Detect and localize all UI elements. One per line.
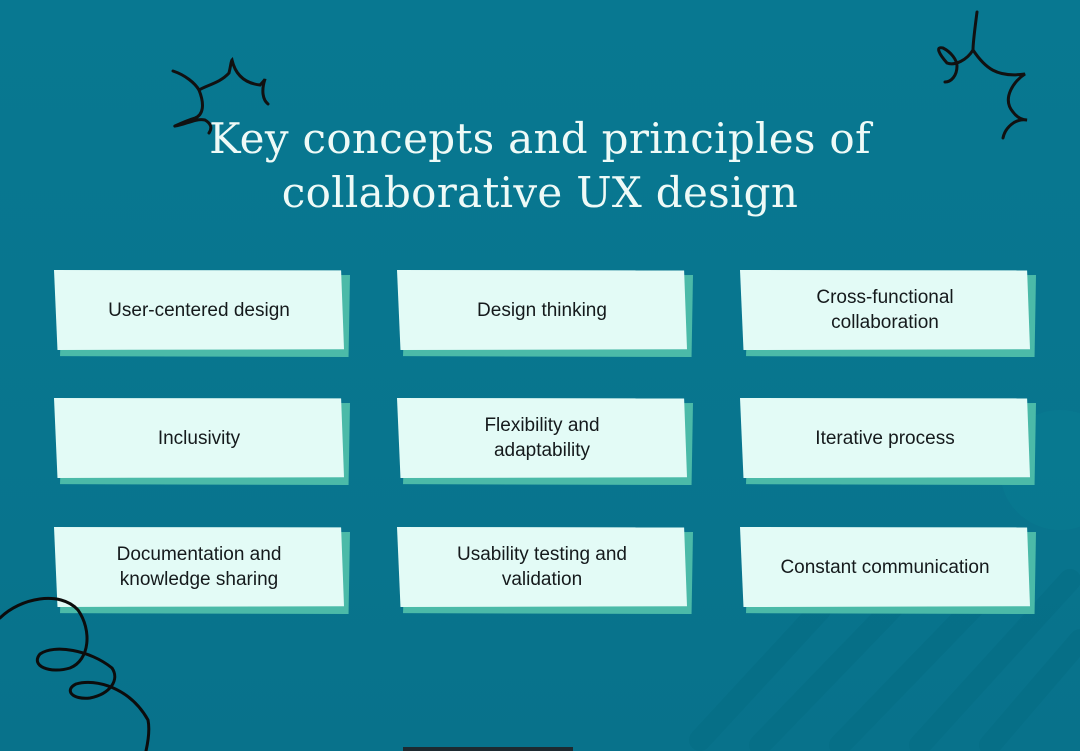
card-face: Cross-functional collaboration	[740, 270, 1030, 350]
card-face: Constant communication	[740, 527, 1030, 607]
squiggle-burst-icon	[937, 10, 1028, 140]
card-face: Flexibility and adaptability	[397, 398, 687, 478]
page-title: Key concepts and principles of collabora…	[0, 112, 1080, 220]
card-label: Documentation and knowledge sharing	[116, 544, 282, 590]
card-label: User-centered design	[108, 299, 290, 321]
concept-card-flexibility-and-adaptability: Flexibility and adaptability	[397, 398, 693, 485]
concept-card-constant-communication: Constant communication	[740, 527, 1036, 614]
card-face: Documentation and knowledge sharing	[54, 527, 344, 607]
title-line-2: collaborative UX design	[281, 168, 799, 217]
card-label: Usability testing and validation	[456, 544, 628, 590]
concept-card-iterative-process: Iterative process	[740, 398, 1036, 485]
spiral-squiggle-icon	[0, 596, 151, 751]
card-face: Usability testing and validation	[397, 527, 687, 607]
card-face: Design thinking	[397, 270, 687, 350]
card-label: Iterative process	[815, 427, 955, 449]
card-face: User-centered design	[54, 270, 344, 350]
card-label: Cross-functional collaboration	[816, 287, 954, 333]
concept-card-user-centered-design: User-centered design	[54, 270, 350, 357]
concept-card-documentation-and-knowledge-sharing: Documentation and knowledge sharing	[54, 527, 350, 614]
concept-card-inclusivity: Inclusivity	[54, 398, 350, 485]
title-line-1: Key concepts and principles of	[209, 114, 871, 163]
squiggle-burst-icon	[171, 57, 270, 135]
card-label: Design thinking	[477, 299, 607, 321]
card-face: Iterative process	[740, 398, 1030, 478]
concept-card-design-thinking: Design thinking	[397, 270, 693, 357]
card-label: Inclusivity	[157, 427, 241, 449]
bottom-dark-bar	[403, 747, 573, 751]
concept-card-usability-testing-and-validation: Usability testing and validation	[397, 527, 693, 614]
card-face: Inclusivity	[54, 398, 344, 478]
concept-card-cross-functional-collaboration: Cross-functional collaboration	[740, 270, 1036, 357]
card-label: Constant communication	[780, 556, 990, 578]
card-label: Flexibility and adaptability	[484, 415, 600, 461]
